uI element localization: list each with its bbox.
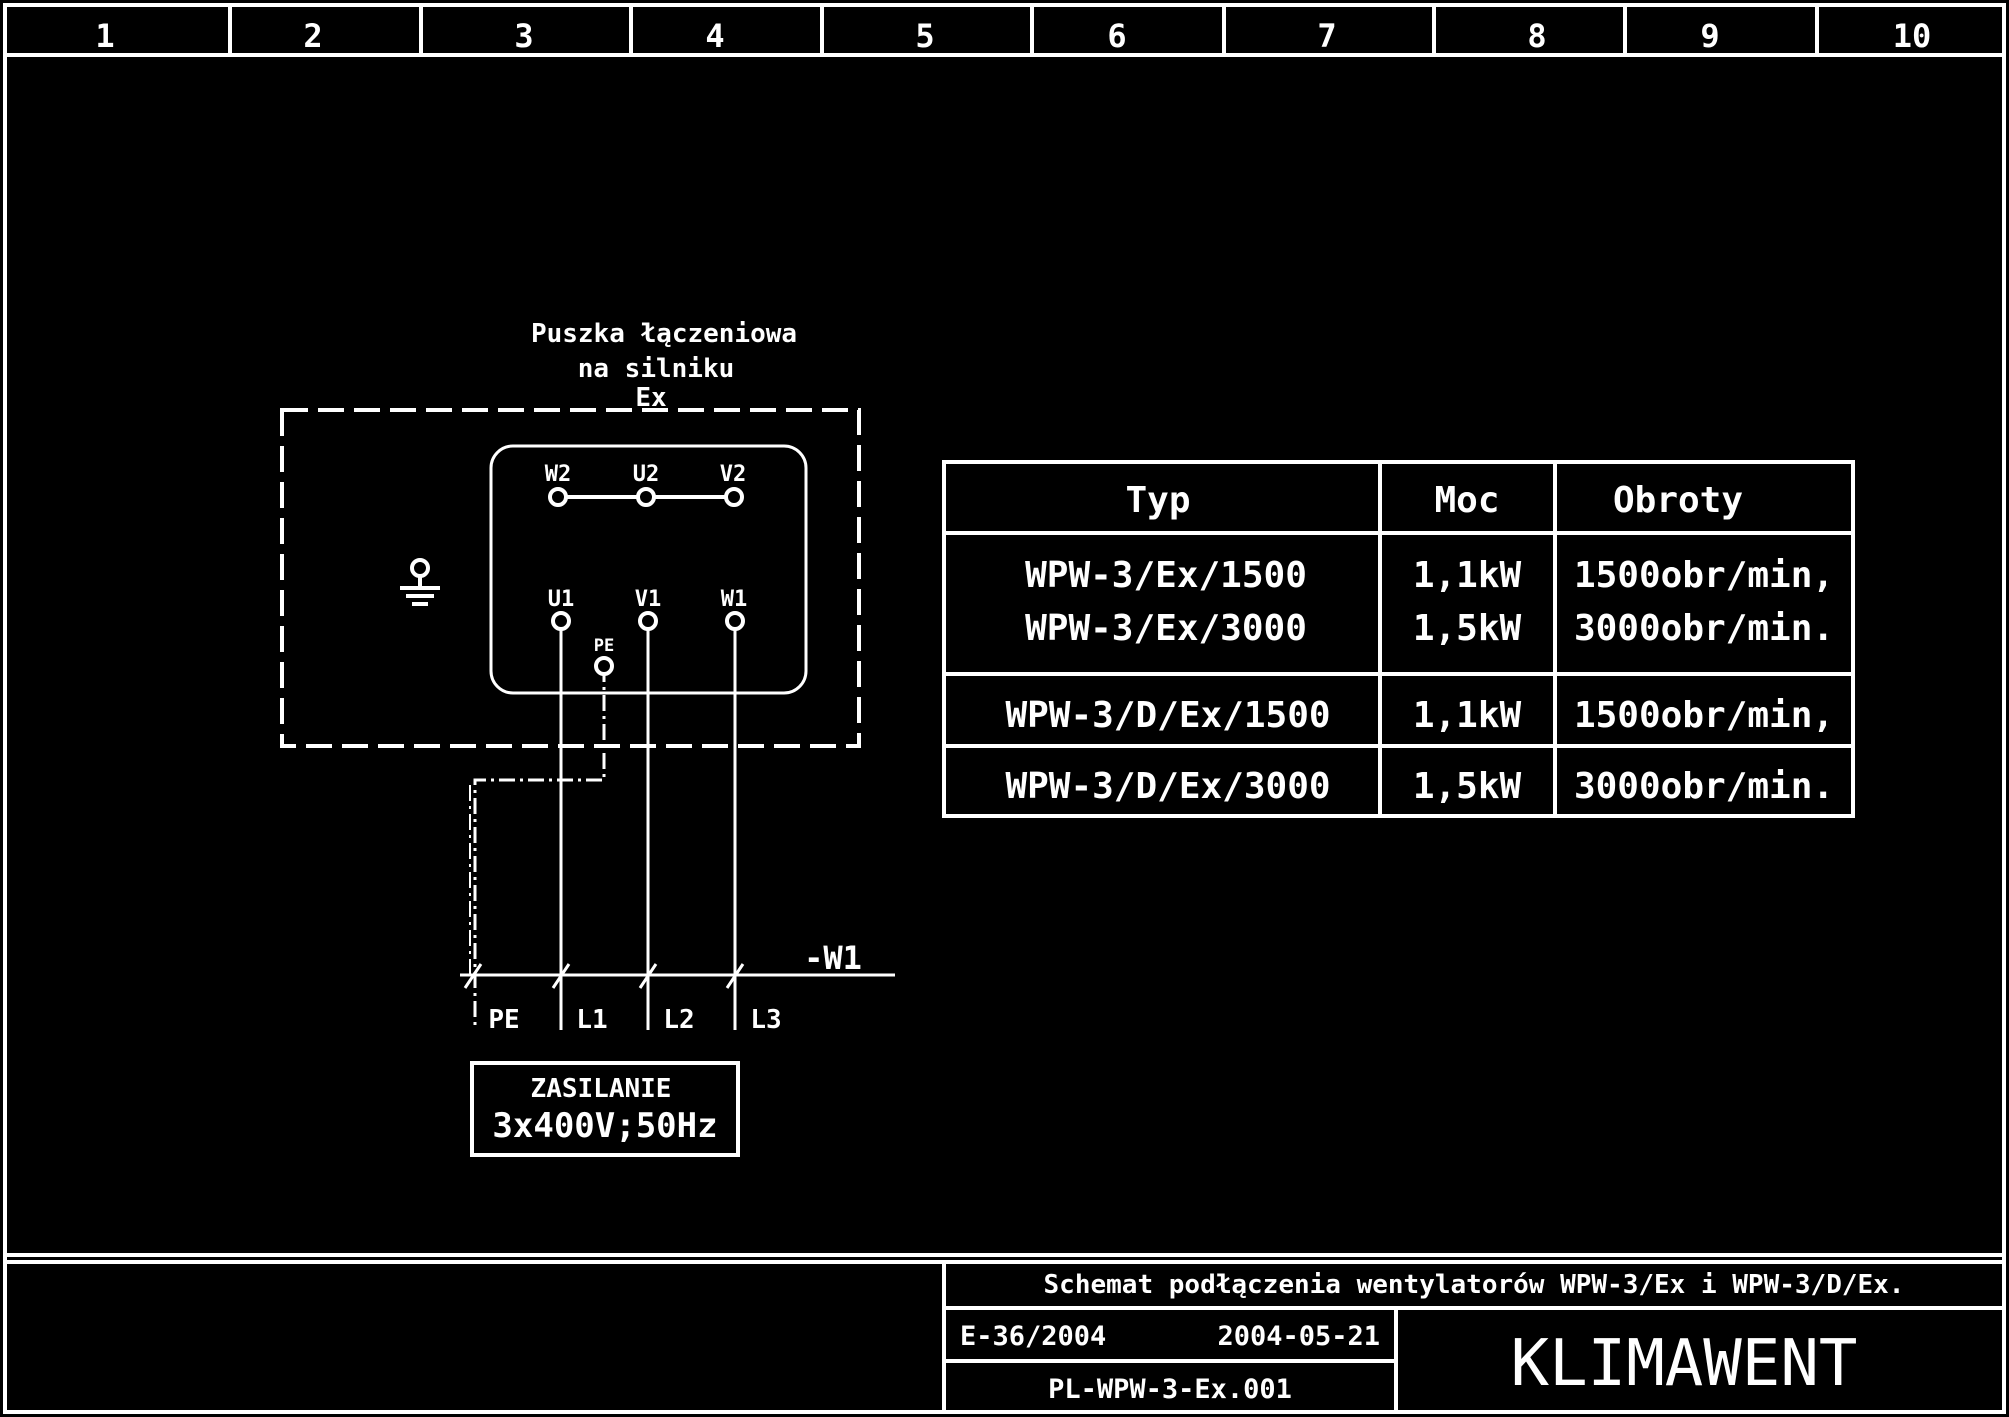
terminal-u1 [551,611,571,631]
column-number-8: 8 [1527,17,1546,55]
table-cell-typ: WPW-3/Ex/1500 [1025,555,1307,596]
column-number-9: 9 [1700,17,1719,55]
junction-box-title-1: Puszka łączeniowa [531,319,797,349]
terminal-v2 [724,487,744,507]
column-number-5: 5 [915,17,934,55]
column-number-3: 3 [514,17,533,55]
table-cell-moc: 1,1kW [1413,555,1522,596]
cable-core-ticks [463,963,745,989]
drawing-title: Schemat podłączenia wentylatorów WPW-3/E… [1044,1270,1905,1300]
junction-box-outline [280,408,861,748]
conductor-label-pe: PE [488,1005,519,1035]
terminal-label-u2: U2 [633,462,660,487]
table-header-obroty: Obroty [1613,480,1743,521]
table-cell-obroty: 1500obr/min, [1574,695,1834,736]
company-name: KLIMAWENT [1511,1327,1858,1401]
column-number-1: 1 [95,17,114,55]
terminal-u2 [636,487,656,507]
terminal-label-w1: W1 [721,587,748,612]
title-block-grid [5,1253,2004,1412]
column-number-4: 4 [705,17,724,55]
column-number-7: 7 [1317,17,1336,55]
terminal-label-v2: V2 [720,462,747,487]
table-cell-obroty: 1500obr/min, [1574,555,1834,596]
column-number-6: 6 [1107,17,1126,55]
table-cell-obroty: 3000obr/min. [1574,766,1834,807]
table-header-moc: Moc [1434,480,1499,521]
supply-box [470,1061,740,1157]
column-dividers [228,5,1819,55]
terminal-label-u1: U1 [548,587,575,612]
terminal-label-v1: V1 [635,587,662,612]
junction-box-title-2: na silniku [578,354,735,384]
cable-label: -W1 [804,939,862,977]
table-header-typ: Typ [1125,480,1190,521]
conductor-label-l3: L3 [750,1005,781,1035]
drawing-code: PL-WPW-3-Ex.001 [1048,1374,1292,1405]
table-cell-moc: 1,5kW [1413,608,1522,649]
conductor-label-l2: L2 [663,1005,694,1035]
conductor-pe [473,666,606,1030]
supply-voltage: 3x400V;50Hz [492,1106,717,1146]
conductor-label-l1: L1 [576,1005,607,1035]
column-number-10: 10 [1893,17,1932,55]
table-cell-obroty: 3000obr/min. [1574,608,1834,649]
supply-label: ZASILANIE [531,1074,672,1104]
earth-icon [400,558,440,606]
document-date: 2004-05-21 [1217,1321,1380,1352]
table-cell-moc: 1,1kW [1413,695,1522,736]
terminal-v1 [638,611,658,631]
document-number: E-36/2004 [960,1321,1106,1352]
table-cell-typ: WPW-3/Ex/3000 [1025,608,1307,649]
spec-table-grid [942,460,1855,818]
drawing-frame [3,3,2006,1414]
table-cell-moc: 1,5kW [1413,766,1522,807]
table-cell-typ: WPW-3/D/Ex/3000 [1005,766,1330,807]
terminal-label-w2: W2 [545,462,572,487]
terminal-w1 [725,611,745,631]
table-cell-typ: WPW-3/D/Ex/1500 [1005,695,1330,736]
terminal-pe [594,656,614,676]
column-number-2: 2 [303,17,322,55]
terminal-w2 [548,487,568,507]
terminal-label-pe: PE [594,636,614,656]
